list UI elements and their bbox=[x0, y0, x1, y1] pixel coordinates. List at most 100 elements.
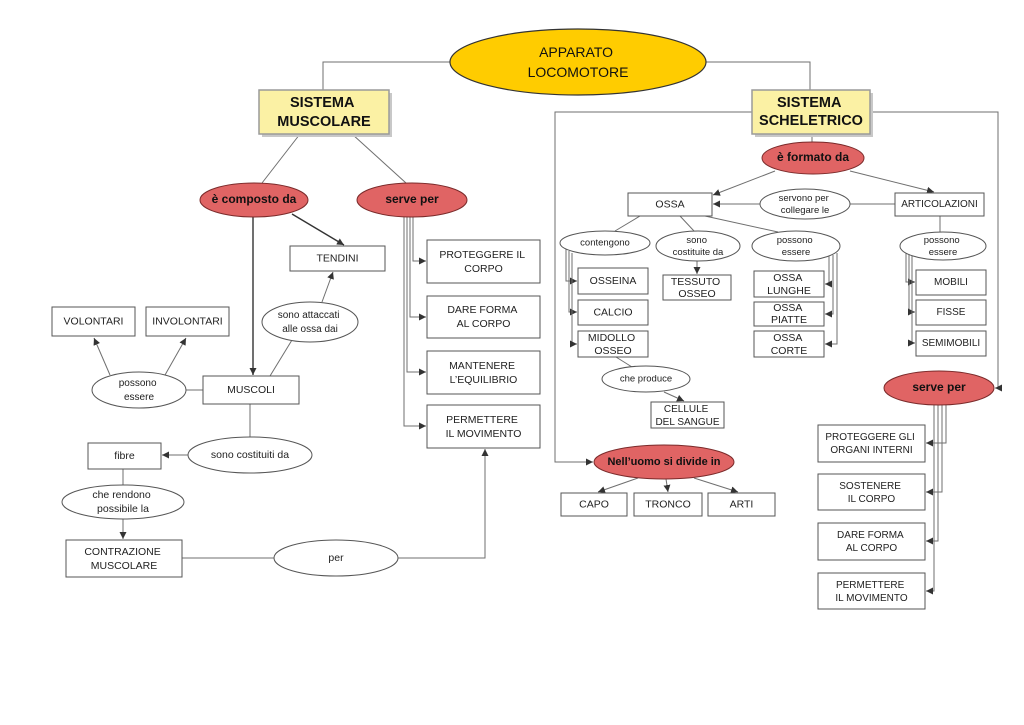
node-box bbox=[87, 442, 162, 470]
node-box bbox=[633, 492, 703, 517]
node-label-line-2: L’EQUILIBRIO bbox=[450, 374, 518, 386]
node-label-line-1: CELLULE bbox=[664, 404, 709, 415]
node-volontari: VOLONTARI bbox=[51, 306, 136, 337]
node-funzione-mantenere: MANTENERE L’EQUILIBRIO bbox=[426, 350, 541, 395]
node-label-line-1: CONTRAZIONE bbox=[84, 546, 160, 558]
connector-possono-piatte bbox=[825, 255, 834, 318]
link-label: possono essere bbox=[924, 235, 963, 258]
link-ellipse bbox=[899, 231, 987, 261]
node-ossa: OSSA bbox=[627, 192, 713, 217]
node-capo: CAPO bbox=[560, 492, 628, 517]
root-label-line-1: APPARATO bbox=[539, 44, 613, 60]
node-label: CALCIO bbox=[593, 306, 632, 318]
root-label: APPARATO LOCOMOTORE bbox=[528, 44, 629, 80]
node-servono: servono per collegare le bbox=[759, 188, 851, 220]
node-label: MANTENERE L’EQUILIBRIO bbox=[449, 360, 518, 386]
node-calcio: CALCIO bbox=[577, 299, 649, 326]
node-box bbox=[577, 330, 649, 358]
node-box bbox=[894, 192, 985, 217]
node-label-line-1: PERMETTERE bbox=[446, 414, 518, 426]
node-box bbox=[817, 522, 926, 561]
node-label: fibre bbox=[114, 450, 135, 462]
node-label-line-2: IL MOVIMENTO bbox=[835, 593, 907, 604]
node-label-line-1: DARE FORMA bbox=[447, 304, 517, 316]
node-label-line-2: OSSEO bbox=[678, 288, 715, 300]
node-costituite: sono costituite da bbox=[655, 230, 741, 262]
connector-divide-capo bbox=[597, 477, 639, 493]
verb-ellipse bbox=[356, 182, 468, 218]
node-label: MUSCOLI bbox=[227, 384, 275, 396]
link-label-line-2: possibile la bbox=[97, 503, 149, 515]
link-label-line-1: possono bbox=[777, 235, 813, 246]
link-label: servono per collegare le bbox=[779, 193, 832, 216]
node-box bbox=[662, 274, 732, 301]
node-label: SOSTENERE IL CORPO bbox=[839, 481, 903, 505]
system-box bbox=[751, 89, 871, 135]
node-formato-da: è formato da bbox=[761, 141, 865, 175]
node-label-line-2: OSSEO bbox=[594, 345, 631, 357]
node-box bbox=[817, 424, 926, 463]
link-ellipse bbox=[759, 188, 851, 220]
verb-ellipse bbox=[199, 182, 309, 218]
system-box bbox=[258, 89, 390, 135]
link-label-line-2: essere bbox=[929, 247, 958, 258]
node-serve-per-muscolare: serve per bbox=[356, 182, 468, 218]
node-ossa-corte: OSSA CORTE bbox=[753, 330, 825, 358]
connector-divide-tronco bbox=[663, 478, 671, 493]
node-rendono: che rendono possibile la bbox=[61, 484, 185, 520]
node-tessuto: TESSUTO OSSEO bbox=[662, 274, 732, 301]
connector-scheletrico-divide bbox=[554, 111, 752, 466]
node-serve-per-scheletrico: serve per bbox=[883, 370, 995, 406]
node-costituiti: sono costituiti da bbox=[187, 436, 313, 474]
connector-serve-mantenere bbox=[406, 217, 426, 376]
node-attaccati: sono attaccati alle ossa dai bbox=[261, 301, 359, 343]
node-label-line-1: SOSTENERE bbox=[839, 481, 901, 492]
connector-formato-articolazioni bbox=[849, 170, 935, 194]
node-contengono: contengono bbox=[559, 230, 651, 256]
node-funzione-dare-forma: DARE FORMA AL CORPO bbox=[426, 295, 541, 339]
system-title: SISTEMA SCHELETRICO bbox=[759, 95, 863, 129]
connector-root-muscolare bbox=[322, 61, 450, 90]
link-label-line-1: servono per bbox=[779, 193, 829, 204]
connector-root-scheletrico bbox=[706, 61, 811, 90]
verb-label: serve per bbox=[385, 192, 439, 206]
connector-contengono-calcio bbox=[568, 251, 577, 316]
node-label-line-2: PIATTE bbox=[771, 314, 807, 326]
node-label-line-2: AL CORPO bbox=[457, 318, 511, 330]
link-ellipse bbox=[187, 436, 313, 474]
node-box bbox=[753, 330, 825, 358]
verb-label: serve per bbox=[912, 380, 966, 394]
node-label: TENDINI bbox=[317, 252, 359, 264]
node-box bbox=[753, 301, 825, 327]
node-label-line-2: CORTE bbox=[771, 345, 808, 357]
node-divide: Nell’uomo si divide in bbox=[593, 444, 735, 480]
root-label-line-2: LOCOMOTORE bbox=[528, 64, 629, 80]
connector-possono-semimobili bbox=[908, 256, 915, 347]
verb-label: Nell’uomo si divide in bbox=[607, 456, 720, 468]
node-box bbox=[289, 245, 386, 272]
node-composto-da: è composto da bbox=[199, 182, 309, 218]
node-box bbox=[915, 299, 987, 326]
link-label-line-1: sono bbox=[686, 235, 707, 246]
connectors bbox=[93, 61, 1002, 595]
node-label: VOLONTARI bbox=[64, 315, 124, 327]
node-label-line-1: OSSA bbox=[773, 272, 802, 284]
node-ossa-lunghe: OSSA LUNGHE bbox=[753, 270, 825, 298]
connector-ossa-costituite bbox=[679, 215, 695, 232]
connector-per-permettere bbox=[398, 449, 489, 559]
node-label: MOBILI bbox=[934, 277, 968, 288]
node-label-line-2: CORPO bbox=[464, 263, 503, 275]
node-label: DARE FORMA AL CORPO bbox=[837, 530, 906, 554]
node-articolazioni: ARTICOLAZIONI bbox=[894, 192, 985, 217]
link-ellipse bbox=[559, 230, 651, 256]
system-title-line-1: SISTEMA bbox=[777, 95, 842, 111]
connector-ossa-contengono bbox=[614, 215, 641, 232]
connector-possono-fisse bbox=[908, 255, 915, 316]
system-title-line-1: SISTEMA bbox=[290, 95, 355, 111]
node-label: FISSE bbox=[937, 307, 966, 318]
node-fibre: fibre bbox=[87, 442, 162, 470]
connector-serve-dare-forma-r bbox=[926, 405, 939, 545]
node-label: TESSUTO OSSEO bbox=[671, 276, 723, 300]
node-box bbox=[577, 299, 649, 326]
node-label-line-1: MANTENERE bbox=[449, 360, 515, 372]
